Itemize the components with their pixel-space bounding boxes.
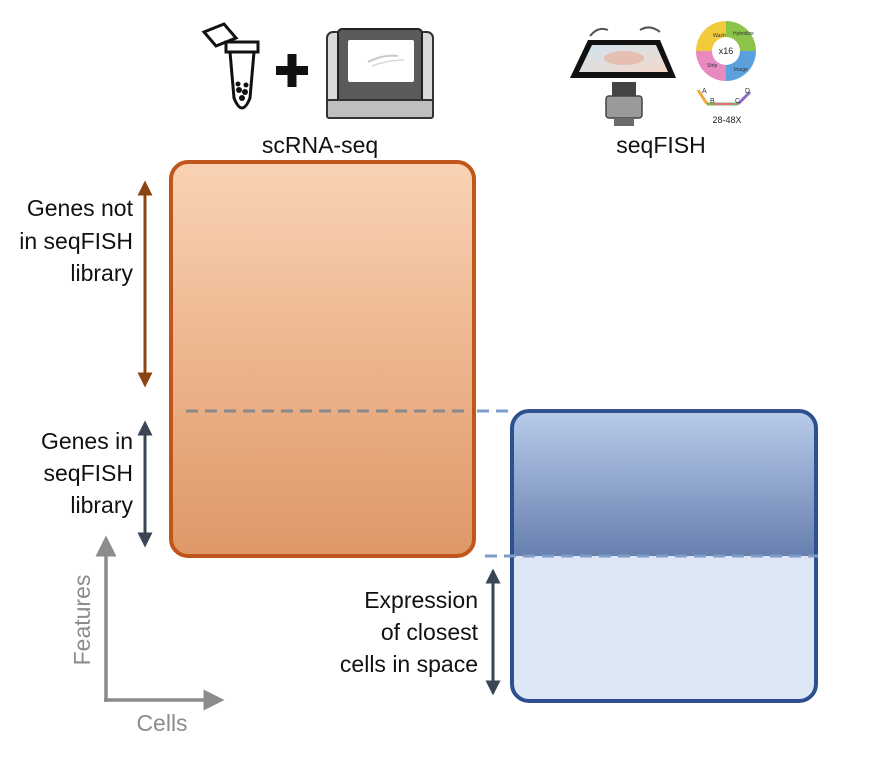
svg-text:of closest: of closest [381,619,479,645]
scrna-seq-header: scRNA-seq [262,132,378,158]
svg-text:Genes in: Genes in [41,428,133,454]
y-axis-label: Features [69,575,95,666]
svg-text:cells in space: cells in space [340,651,478,677]
hybridization-cycle-icon: x16 Wash Hybridize Image Strip A B C D 2… [696,21,756,125]
barcode-letter: D [745,88,750,95]
cycle-segment-label: Strip [707,63,718,69]
plus-icon [276,54,308,87]
barcode-strand-icon [696,89,752,106]
svg-text:Genes not: Genes not [27,195,134,221]
rounds-label: 28-48X [712,115,741,125]
x-axis-label: Cells [136,710,187,736]
microscope-with-flow-cell-icon [570,26,676,126]
svg-text:seqFISH: seqFISH [44,460,133,486]
barcode-letter: A [702,88,707,95]
sequencer-machine-icon [326,28,434,119]
cycle-segment-label: Wash [713,33,726,39]
seqfish-header: seqFISH [616,132,705,158]
cycle-center-label: x16 [719,46,734,56]
barcode-letter: C [735,98,740,105]
cycle-segment-label: Hybridize [733,31,754,37]
scrna-seq-matrix [169,160,476,558]
genes-in-library-label: Genes in seqFISH library [41,428,134,518]
svg-text:Expression: Expression [364,587,478,613]
genes-not-in-library-label: Genes not in seqFISH library [19,195,133,286]
barcode-letter: B [710,98,715,105]
svg-text:library: library [70,260,133,286]
cycle-segment-label: Image [734,67,748,73]
svg-text:library: library [70,492,133,518]
seqfish-matrix [510,409,818,703]
expression-closest-label: Expression of closest cells in space [340,587,479,677]
svg-text:in seqFISH: in seqFISH [19,228,133,254]
imputed-expression-region [512,556,816,701]
axes: Features Cells [69,535,225,736]
microcentrifuge-tube-icon [201,22,260,110]
